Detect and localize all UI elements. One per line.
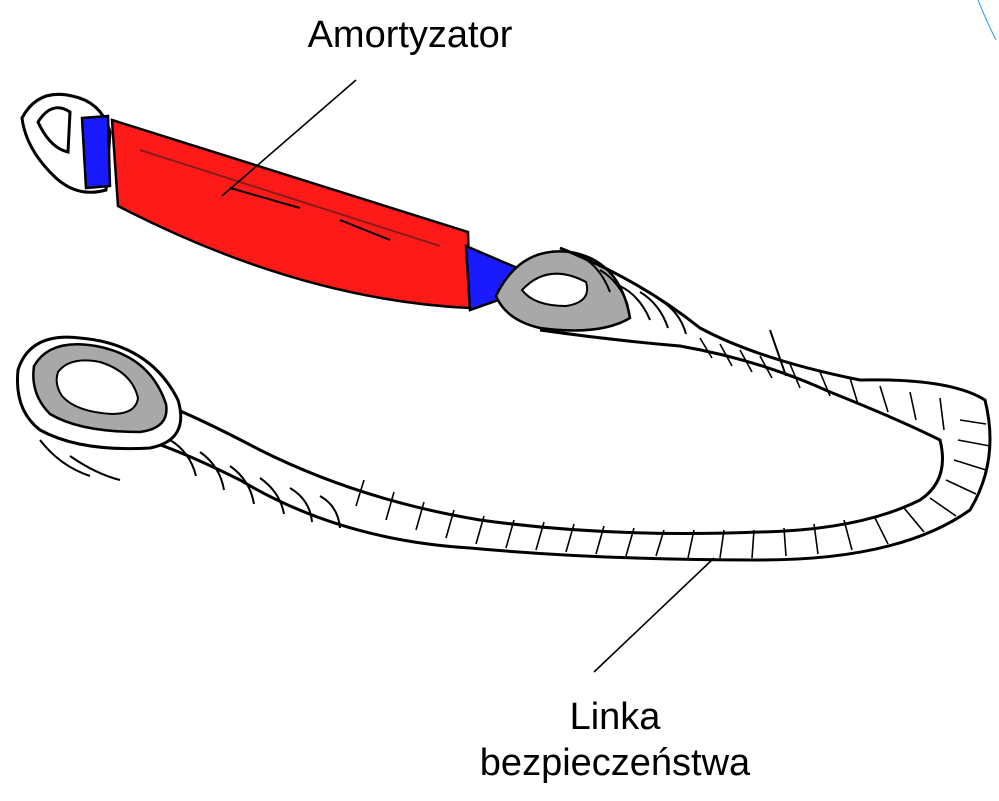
braided-splice-bottom bbox=[40, 440, 340, 528]
lanyard-label-line2: bezpieczeństwa bbox=[400, 740, 830, 786]
shock-absorber-label: Amortyzator bbox=[230, 12, 590, 58]
lanyard-leader-line bbox=[594, 558, 714, 672]
shock-absorber-body bbox=[112, 120, 470, 308]
rope-twist-hatching bbox=[356, 338, 990, 558]
bottom-loop bbox=[17, 337, 180, 448]
corner-accent bbox=[978, 0, 996, 40]
lanyard-label-line1: Linka bbox=[400, 694, 830, 740]
lanyard-label: Linka bezpieczeństwa bbox=[400, 694, 830, 786]
blue-end-sleeve bbox=[82, 116, 110, 188]
